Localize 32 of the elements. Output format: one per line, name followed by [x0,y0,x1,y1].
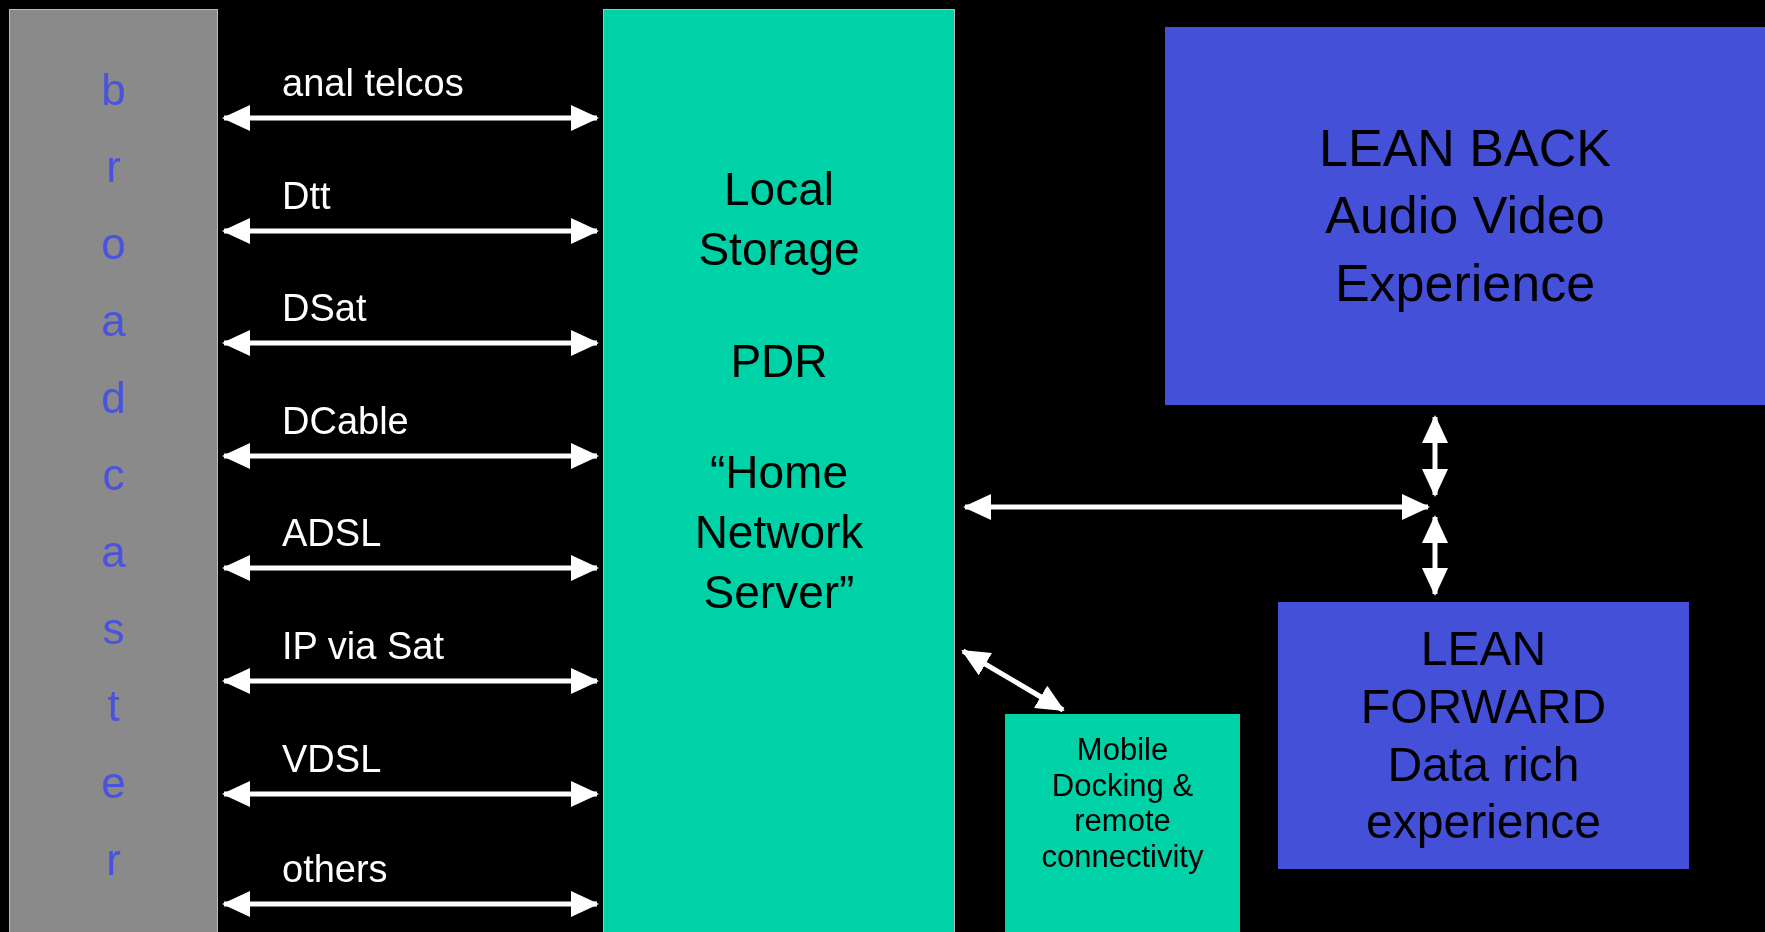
double-arrow [222,443,599,469]
double-arrow [1422,415,1448,497]
source-box [9,9,218,932]
double-arrow [222,668,599,694]
node-text: “Home Network Server” [693,445,865,620]
experience-box [1278,602,1689,869]
double-arrow [222,105,599,131]
node-text: Local Storage [697,162,861,277]
edge-label: others [282,850,388,888]
double-arrow [222,891,599,917]
edge-label: ADSL [282,514,382,552]
node-text: LEAN BACK Audio Video Experience [1318,117,1612,314]
double-arrow [222,555,599,581]
edge-label: IP via Sat [282,627,444,665]
edge-label: VDSL [282,740,382,778]
double-arrow [1422,515,1448,596]
edge-label: Dtt [282,177,331,215]
double-arrow [963,494,1430,520]
double-arrow [222,781,599,807]
server-box [603,9,955,932]
node-text: Mobile Docking & remote connectivity [1040,732,1205,875]
edge-label: DCable [282,402,409,440]
double-arrow [222,218,599,244]
double-arrow [222,330,599,356]
double-arrow [961,648,1065,713]
edge-label: anal telcos [282,64,464,102]
edge-label: DSat [282,289,367,327]
node-text: PDR [729,333,829,389]
docking-box [1005,714,1240,932]
node-text: LEAN FORWARD Data rich experience [1359,621,1608,851]
experience-box [1165,27,1765,405]
node-text: broadcaster [100,63,127,886]
